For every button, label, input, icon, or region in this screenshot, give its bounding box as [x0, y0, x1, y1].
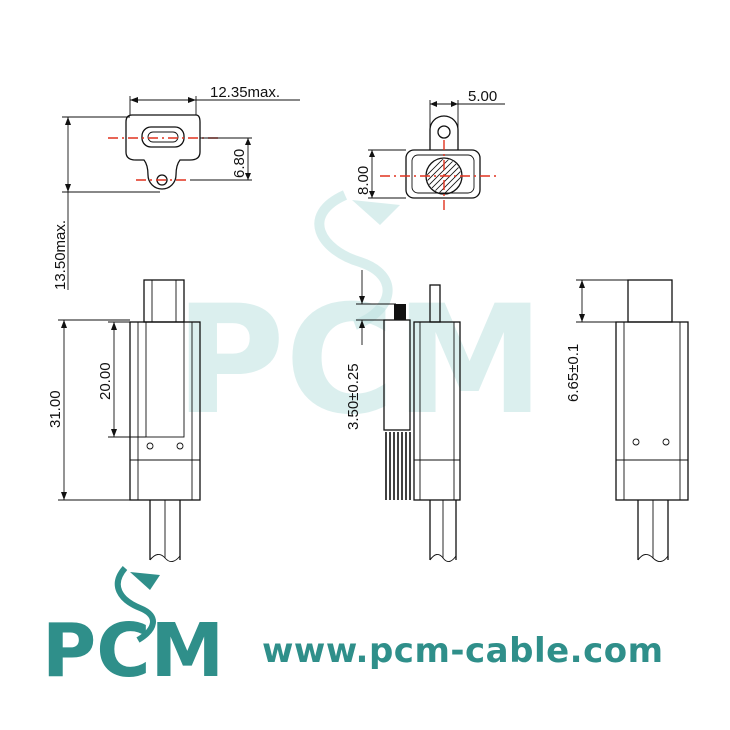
top-left-view: 12.35max. 13.50max. 6.80: [52, 84, 300, 290]
dim-insert-length: 20.00: [97, 362, 114, 400]
watermark-text: PCM: [175, 274, 544, 448]
dim-tip-length: 6.65±0.1: [565, 344, 582, 402]
top-right-view: 5.00 8.00: [355, 88, 505, 210]
dim-pin-length: 3.50±0.25: [345, 363, 362, 430]
logo-text: PCM: [42, 608, 224, 694]
dim-top-height: 13.50max.: [52, 220, 69, 290]
dim-right-top-height: 8.00: [355, 166, 372, 195]
side-view-right: 6.65±0.1: [565, 279, 689, 562]
dim-top-width: 12.35max.: [210, 84, 280, 101]
brand-logo: PCM: [42, 566, 224, 694]
side-view-left: 31.00 20.00: [47, 279, 201, 562]
dim-right-top-width: 5.00: [468, 88, 497, 105]
dim-top-opening: 6.80: [231, 149, 248, 178]
website-link[interactable]: www.pcm-cable.com: [262, 631, 664, 671]
watermark: PCM: [175, 190, 544, 448]
side-view-middle: 3.50±0.25: [345, 270, 461, 562]
dim-body-length: 31.00: [47, 390, 64, 428]
